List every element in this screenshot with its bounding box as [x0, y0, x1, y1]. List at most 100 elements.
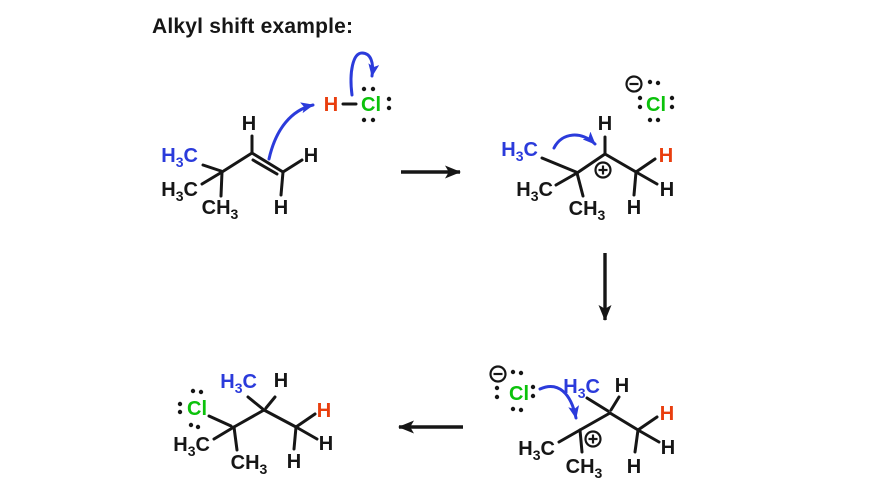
bond — [279, 170, 285, 197]
methyl-label: CH3 — [202, 197, 239, 222]
chloride-ion: Cl — [489, 365, 536, 413]
structure-alkyl-chloride-product: Cl H3C H H3C — [173, 370, 333, 477]
chlorine-label: Cl — [646, 94, 666, 116]
bond — [220, 151, 254, 174]
bond — [557, 428, 582, 444]
hydrogen-label: H — [615, 375, 629, 397]
structure-tertiary-carbocation: Cl H3C H — [489, 365, 675, 481]
bond — [636, 428, 661, 444]
lone-pair-dot — [647, 117, 653, 123]
hydrogen-label: H — [627, 197, 641, 219]
bond — [540, 156, 578, 174]
page-title: Alkyl shift example: — [152, 15, 354, 38]
hydrogen-label: H — [661, 437, 675, 459]
methyl-label-migrated: H3C — [220, 371, 257, 396]
bond — [554, 171, 579, 187]
lone-pair-dot — [637, 95, 643, 101]
positive-charge-icon — [584, 430, 602, 448]
bond — [633, 428, 640, 454]
lone-pair-dot — [195, 424, 201, 430]
lone-pair-dot — [177, 401, 183, 407]
methyl-label: H3C — [161, 145, 198, 170]
bond — [636, 415, 659, 432]
hydrogen-label: H — [324, 94, 338, 116]
lone-pair-dot — [494, 394, 500, 400]
hcl-molecule: H Cl — [324, 86, 392, 123]
bond — [292, 425, 298, 451]
lone-pair-dot — [518, 407, 524, 413]
bond — [212, 425, 236, 441]
bond — [201, 163, 223, 173]
bond — [281, 158, 304, 174]
lone-pair-dot — [530, 384, 536, 390]
lone-pair-dot — [190, 388, 196, 394]
methyl-label: H3C — [173, 434, 210, 459]
lone-pair-dot — [177, 409, 183, 415]
lone-pair-dot — [510, 369, 516, 375]
hydrogen-label: H — [660, 179, 674, 201]
bond — [634, 157, 657, 174]
lone-pair-dot — [669, 104, 675, 110]
hydrogen-label-added: H — [659, 145, 673, 167]
methyl-label: H3C — [518, 438, 555, 463]
chloride-ion: Cl — [625, 75, 675, 123]
bond — [603, 152, 638, 174]
bond — [634, 170, 659, 186]
curved-arrow-methyl-shift-icon — [552, 131, 597, 150]
bond — [294, 412, 317, 429]
bond — [246, 395, 266, 412]
bond — [632, 170, 638, 197]
chlorine-label: Cl — [187, 398, 207, 420]
lone-pair-dot — [510, 406, 516, 412]
bond — [232, 408, 266, 429]
bonds — [540, 135, 659, 198]
lone-pair-dot — [655, 117, 661, 123]
bond — [232, 425, 239, 452]
bond — [200, 170, 224, 186]
bonds — [207, 395, 319, 452]
hydrogen-label-added: H — [660, 403, 674, 425]
lone-pair-dot — [530, 393, 536, 399]
lone-pair-dot — [370, 117, 376, 123]
lone-pair-dot — [188, 422, 194, 428]
methyl-label-migrated: H3C — [563, 376, 600, 401]
lone-pair-dot — [647, 79, 653, 85]
lone-pair-dot — [518, 370, 524, 376]
structure-alkene-and-hcl: H3C H3C CH3 H H H H Cl — [161, 51, 392, 222]
hydrogen-label: H — [287, 451, 301, 473]
hydrogen-label-added: H — [317, 400, 331, 422]
bonds — [557, 395, 661, 454]
bonds — [200, 134, 304, 198]
lone-pair-dot — [655, 80, 661, 86]
lone-pair-dot — [361, 86, 367, 92]
methyl-label: H3C — [161, 179, 198, 204]
bond — [609, 395, 621, 412]
lone-pair-dot — [361, 117, 367, 123]
positive-charge-icon — [594, 161, 612, 179]
lone-pair-dot — [198, 389, 204, 395]
bond — [585, 396, 610, 413]
hydrogen-label: H — [598, 113, 612, 135]
methyl-label: CH3 — [231, 452, 268, 477]
bond — [578, 428, 584, 454]
chlorine-substituent: Cl — [177, 388, 207, 430]
methyl-label: CH3 — [566, 456, 603, 481]
structure-secondary-carbocation: Cl H3C H3C — [501, 75, 675, 223]
hydrogen-label: H — [319, 433, 333, 455]
curved-arrow-hcl-bond-to-cl-icon — [349, 51, 380, 97]
bond — [608, 411, 640, 432]
bond — [207, 414, 233, 428]
hydrogen-label: H — [274, 370, 288, 392]
negative-charge-icon — [489, 365, 507, 383]
lone-pair-dot — [370, 86, 376, 92]
hydrogen-label: H — [304, 145, 318, 167]
hydrogen-label: H — [242, 113, 256, 135]
hydrogen-label: H — [627, 456, 641, 478]
double-bond-line — [251, 158, 279, 176]
negative-charge-icon — [625, 75, 643, 93]
bond — [294, 425, 319, 441]
methyl-label-migrating: H3C — [501, 139, 538, 164]
chlorine-label: Cl — [509, 383, 529, 405]
